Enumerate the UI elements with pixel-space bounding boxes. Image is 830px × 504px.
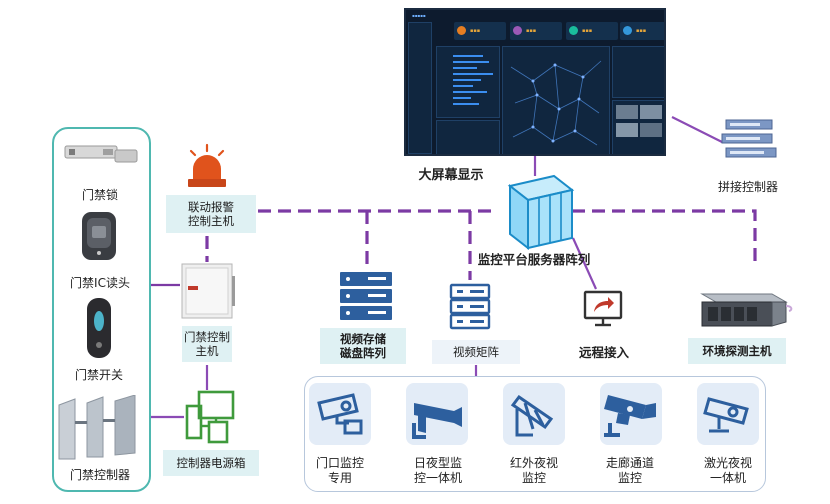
splice-controller-icon: [721, 119, 777, 158]
power-box-icon: [185, 390, 235, 444]
storage-array-icon: [340, 272, 392, 320]
door-lock-icon: [64, 145, 138, 163]
linkage-alarm-label: 联动报警 控制主机: [188, 200, 234, 228]
video-matrix-box: 视频矩阵: [432, 340, 520, 364]
cam-corridor-label: 走廊通道 监控: [605, 456, 654, 485]
env-monitor-label: 环境探测主机: [702, 344, 772, 358]
big-screen-label: 大屏幕显示: [418, 168, 484, 183]
server-array-icon: [507, 174, 575, 250]
remote-access-icon: [583, 290, 623, 327]
server-array-label: 监控平台服务器阵列: [477, 252, 591, 267]
video-matrix-icon: [449, 283, 491, 330]
ic-reader-label: 门禁IC读头: [70, 276, 130, 290]
door-gate-label: 门禁控制器: [69, 468, 130, 482]
cam-infrared-label: 红外夜视 监控: [509, 456, 558, 485]
main-bus-line-right: [572, 209, 757, 265]
monitor-title-text: ▪▪▪▪▪: [412, 13, 426, 18]
video-storage-box: 视频存储 磁盘阵列: [320, 328, 406, 364]
cam-corridor-tile: [600, 383, 662, 445]
env-monitor-box: 环境探测主机: [688, 338, 786, 364]
splice-controller-label: 拼接控制器: [717, 180, 778, 194]
cam-door-tile: [309, 383, 371, 445]
door-switch-label: 门禁开关: [74, 368, 123, 382]
video-matrix-label: 视频矩阵: [453, 345, 499, 359]
alarm-light-icon: [188, 143, 226, 187]
controller-power-box: 控制器电源箱: [163, 450, 259, 476]
turnstile-gate-icon: [58, 395, 136, 460]
cam-laser-label: 激光夜视 一体机: [703, 456, 752, 485]
door-control-host-box: 门禁控制 主机: [182, 326, 232, 362]
laser-camera-icon: [703, 397, 749, 433]
env-monitor-host-icon: [700, 293, 793, 327]
daynight-camera-icon: [412, 403, 462, 439]
server-to-remote-line: [571, 237, 598, 290]
linkage-alarm-box: 联动报警 控制主机: [166, 195, 256, 233]
door-control-host-icon: [181, 263, 235, 319]
big-screen-monitor: ▪▪▪▪▪ ▪▪▪ ▪▪▪ ▪▪▪ ▪▪▪: [404, 8, 666, 156]
infrared-camera-icon: [510, 394, 554, 437]
door-lock-label: 门禁锁: [81, 188, 118, 202]
cam-laser-tile: [697, 383, 759, 445]
cam-daynight-label: 日夜型监 控一体机: [413, 456, 462, 485]
access-device-panel: [52, 127, 151, 492]
corridor-camera-icon: [604, 395, 656, 437]
cam-door-label: 门口监控 专用: [315, 456, 364, 485]
cam-daynight-tile: [406, 383, 468, 445]
door-control-host-label: 门禁控制 主机: [184, 330, 230, 358]
door-camera-icon: [317, 393, 363, 435]
video-storage-label: 视频存储 磁盘阵列: [340, 332, 386, 360]
cam-infrared-tile: [503, 383, 565, 445]
ic-reader-icon: [82, 212, 116, 260]
controller-power-label: 控制器电源箱: [176, 456, 246, 470]
camera-panel: [304, 376, 766, 492]
remote-access-label: 远程接入: [578, 345, 629, 360]
door-switch-icon: [87, 298, 111, 358]
monitor-to-splice-line: [671, 116, 723, 143]
